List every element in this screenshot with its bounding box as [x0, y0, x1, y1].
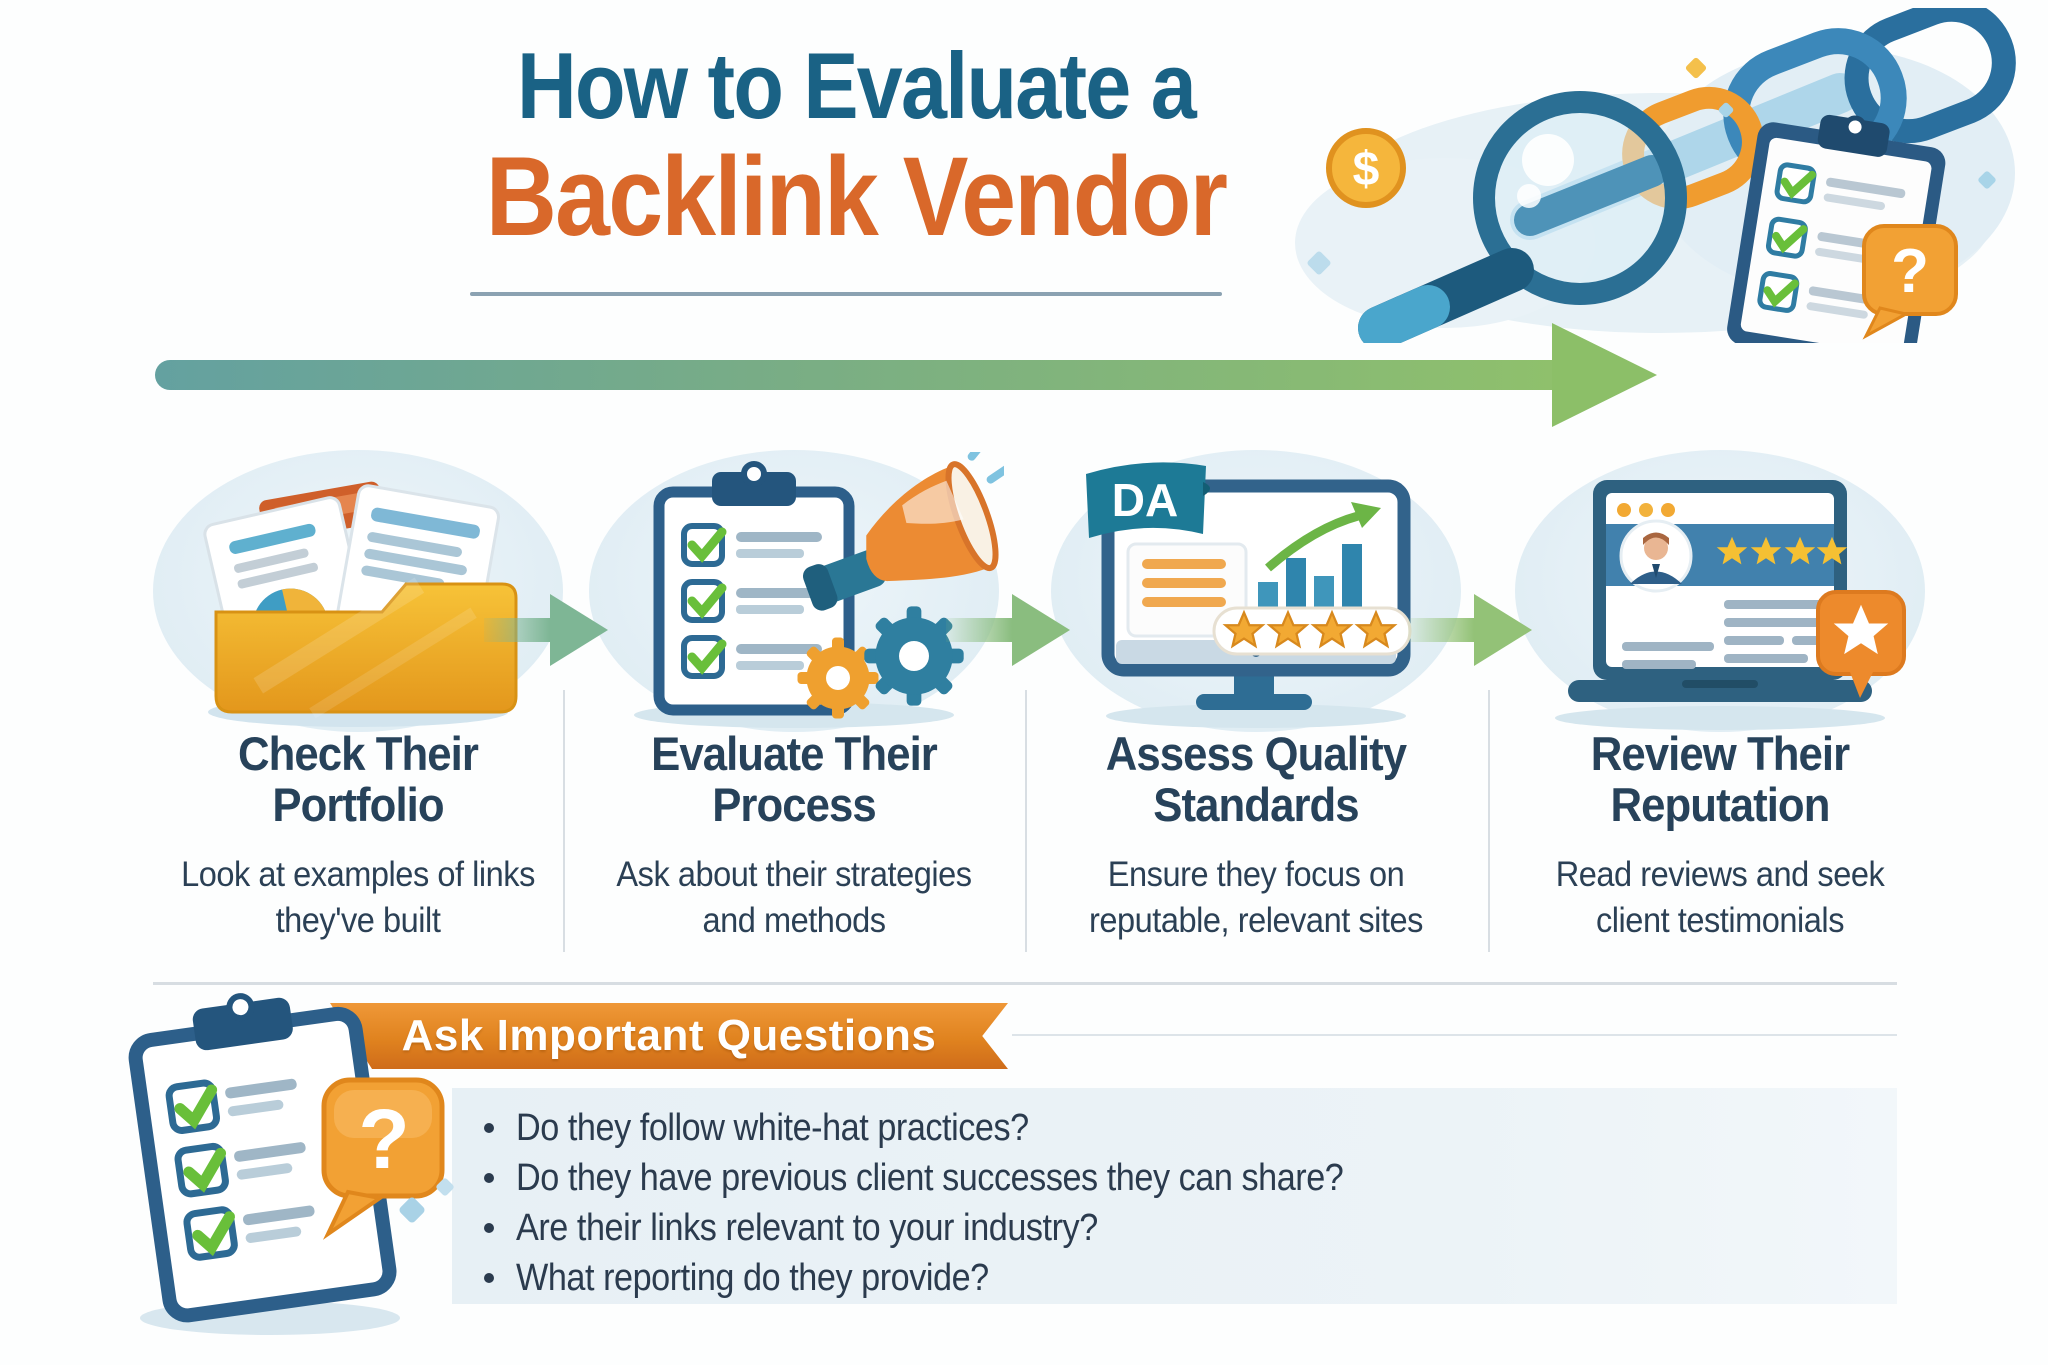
bullet-dot — [484, 1223, 494, 1233]
bullet-dot — [484, 1123, 494, 1133]
dollar-symbol: $ — [1353, 143, 1380, 196]
questions-panel: Do they follow white-hat practices? Do t… — [452, 1088, 1897, 1304]
question-item: What reporting do they provide? — [484, 1253, 1864, 1303]
step-connector-arrow-head — [1474, 594, 1532, 666]
bullet-dot — [484, 1173, 494, 1183]
step-2-description: Ask about their strategies and methods — [616, 855, 972, 940]
monitor-da-rating-icon: DA — [1086, 462, 1412, 728]
megaphone-icon — [802, 452, 1004, 611]
star-bubble-icon — [1816, 590, 1906, 698]
column-divider — [1025, 690, 1027, 952]
step-connector-arrow — [484, 618, 550, 642]
questions-banner: Ask Important Questions — [330, 1003, 1008, 1069]
question-text: Are their links relevant to your industr… — [516, 1206, 1098, 1249]
checklist-megaphone-gears-icon — [634, 452, 1004, 728]
question-item: Do they have previous client successes t… — [484, 1153, 1864, 1203]
hero-question-bubble-icon: ? — [1862, 224, 1958, 340]
laptop-base — [1568, 680, 1872, 702]
page-title: How to Evaluate a Backlink Vendor — [0, 38, 1712, 254]
title-underline — [470, 292, 1222, 296]
step-connector-arrow-head — [550, 594, 608, 666]
bullet-dot — [484, 1273, 494, 1283]
step-1-title: Check Their Portfolio — [238, 727, 479, 832]
step-3-title: Assess Quality Standards — [1105, 727, 1407, 832]
da-badge: DA — [1086, 462, 1210, 538]
question-text: What reporting do they provide? — [516, 1256, 989, 1299]
review-text-lines — [1622, 600, 1824, 669]
gear-icon — [864, 606, 964, 706]
step-4-description: Read reviews and seek client testimonial… — [1555, 855, 1885, 940]
portfolio-folder-icon — [203, 481, 518, 727]
sparkle-icon — [399, 1197, 425, 1223]
magnifier-chain-clipboard-illustration: $ — [1295, 8, 2016, 343]
folder-front — [214, 582, 518, 714]
question-item: Are their links relevant to your industr… — [484, 1203, 1864, 1253]
question-text: Do they follow white-hat practices? — [516, 1106, 1029, 1149]
column-divider — [563, 690, 565, 952]
star-rating-pill — [1212, 606, 1412, 656]
website-card — [1126, 542, 1248, 638]
question-clipboard-icon: ? — [128, 993, 454, 1335]
laptop-review-star-icon — [1555, 480, 1906, 730]
da-badge-label: DA — [1112, 474, 1178, 526]
question-text: Do they have previous client successes t… — [516, 1156, 1344, 1199]
step-2-title: Evaluate Their Process — [651, 727, 938, 832]
banner-extension-line — [1012, 1034, 1897, 1036]
question-mark: ? — [358, 1092, 409, 1186]
questions-banner-label: Ask Important Questions — [401, 1011, 937, 1060]
title-line-2: Backlink Vendor — [485, 133, 1228, 259]
avatar — [1619, 519, 1693, 593]
question-item: Do they follow white-hat practices? — [484, 1103, 1864, 1153]
section-divider — [153, 982, 1897, 985]
hero-question-mark: ? — [1891, 237, 1929, 306]
checklist-clipboard — [653, 461, 855, 716]
dollar-coin-icon — [1326, 128, 1406, 208]
step-connector-arrow-head — [1012, 594, 1070, 666]
step-3-description: Ensure they focus on reputable, relevant… — [1089, 855, 1423, 940]
gear-icon — [797, 637, 879, 719]
flow-arrow-body — [155, 360, 1555, 390]
step-1-description: Look at examples of links they've built — [181, 855, 535, 940]
step-4-title: Review Their Reputation — [1590, 727, 1850, 832]
step-connector-arrow — [946, 618, 1012, 642]
up-arrow-icon — [1351, 502, 1381, 528]
question-bubble-icon: ? — [321, 1077, 445, 1240]
step-connector-arrow — [1408, 618, 1474, 642]
right-arrow-icon — [1552, 323, 1657, 427]
title-line-1: How to Evaluate a — [517, 33, 1197, 138]
sparkle-icon — [436, 1178, 454, 1196]
column-divider — [1488, 690, 1490, 952]
